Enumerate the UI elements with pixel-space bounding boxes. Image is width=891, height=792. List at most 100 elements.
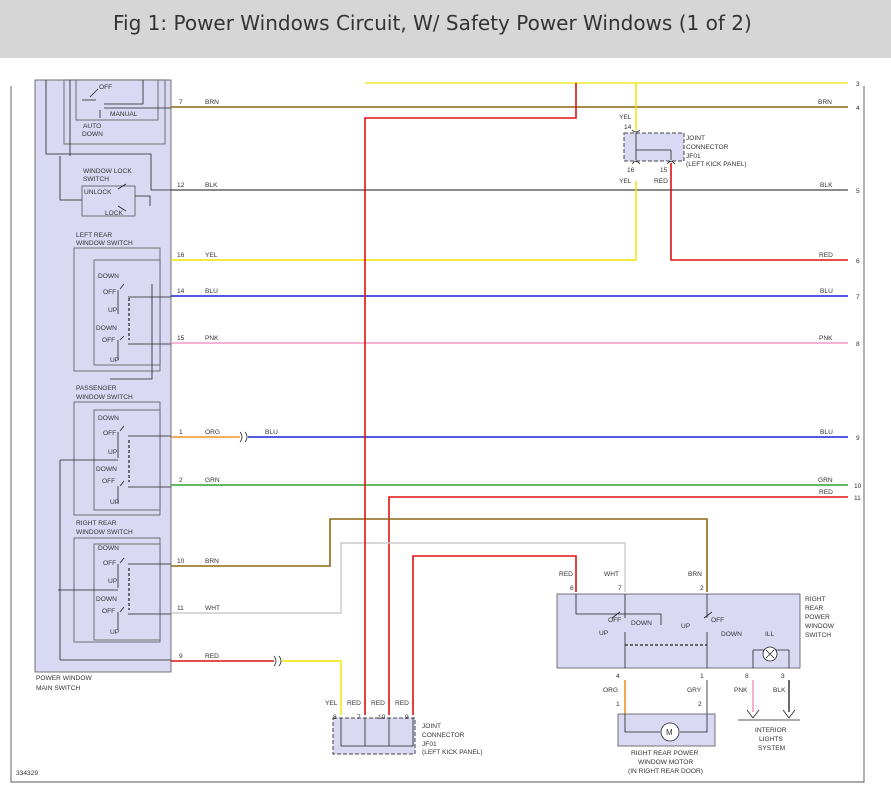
wire-color-label: GRN [205,477,220,484]
diagram-static [10,79,865,783]
rr-switch-pin: 4 [616,673,620,680]
driver-switch-wiring [45,80,171,191]
joint-top-pins [631,129,676,165]
rr-switch-wiring [575,594,713,668]
figure-title: Fig 1: Power Windows Circuit, W/ Safety … [113,11,752,35]
joint-bottom-wire-label: RED [395,700,409,707]
pin-label: 1 [179,429,183,436]
wire-red-11 [388,496,848,715]
wire-color-label: BLU [205,288,218,295]
rr-switch-pin: 1 [700,673,704,680]
joint-bottom-name: JF01 [422,741,437,748]
joint-top-pin: 16 [627,167,635,174]
lr-down-2: DOWN [96,325,117,332]
lr-down-1: DOWN [98,273,119,280]
ref-number: 8 [856,341,860,348]
joint-top-name: (LEFT KICK PANEL) [686,161,747,168]
ps-up-1: UP [108,449,118,456]
rr-switch-wire-label: WHT [604,571,619,578]
lights-name: LIGHTS [759,736,783,743]
wire-red-7 [364,83,577,715]
motor-name: RIGHT REAR POWER [631,750,699,757]
wire-wht-11 [171,542,626,614]
right-rear-switch-wiring [58,557,171,630]
lr-up-2: UP [110,357,120,364]
splice-marks [239,431,282,667]
driver-off-label: OFF [99,84,112,91]
pin-label: 9 [179,653,183,660]
ps-down-2: DOWN [96,466,117,473]
ref-number: 7 [856,294,860,301]
main-switch-name-1: POWER WINDOW [36,675,92,682]
motor-name: (IN RIGHT REAR DOOR) [628,768,703,775]
wire-brn-10 [171,518,708,592]
rr-switch-wire-label: PNK [734,687,748,694]
rr-down-label: DOWN [631,620,652,627]
rr-switch-wire-label: GRY [687,687,702,694]
rr-up-2: UP [110,629,120,636]
ref-number: 5 [856,188,860,195]
lock-lock-label: LOCK [105,210,124,217]
wire-color-label: RED [819,489,833,496]
motor-symbol: M [666,728,673,737]
wire-color-label: BRN [818,99,832,106]
diagram-labels: POWER WINDOW MAIN SWITCH OFF MANUAL AUTO… [16,81,862,777]
pin-label: 2 [179,477,183,484]
ps-down-1: DOWN [98,415,119,422]
joint-top-wire-label: YEL [619,114,632,121]
ref-number: 4 [856,105,860,112]
joint-connector-bottom [332,717,416,755]
joint-top-wire-label: RED [654,178,668,185]
wire-color-label: RED [819,252,833,259]
wire-yel-8 [282,660,342,715]
wire-red-9b [412,555,577,715]
figure-number: 334329 [16,770,38,777]
lights-name: INTERIOR [755,727,787,734]
motor-icon [660,722,680,742]
rr-off-2: OFF [102,608,115,615]
title-bar: Fig 1: Power Windows Circuit, W/ Safety … [0,0,891,58]
rr-switch-box [556,593,801,669]
main-switch-name-2: MAIN SWITCH [36,685,81,692]
motor-name: WINDOW MOTOR [638,759,693,766]
wire-color-label: BRN [205,558,219,565]
wire-color-label: BLK [820,182,833,189]
rr-switch-name: WINDOW [805,623,835,630]
lock-unlock-label: UNLOCK [84,189,112,196]
lock-switch-box [81,185,136,217]
rr-switch-pin: 8 [745,673,749,680]
rr-up-label: UP [599,630,609,637]
joint-top-name: JOINT [686,135,705,142]
rr-off-label: OFF [608,617,621,624]
joint-bottom-bus [340,718,414,747]
joint-bottom-name: JOINT [422,723,441,730]
wire-color-label: BLK [205,182,218,189]
pin-label: 7 [179,99,183,106]
rr-switch-pin: 7 [618,585,622,592]
ps-off-2: OFF [102,478,115,485]
wire-color-label: PNK [205,335,219,342]
rr-switch-wire-label: ORG [603,687,618,694]
joint-bottom-wire-label: RED [347,700,361,707]
ref-number: 3 [856,81,860,88]
joint-top-name: JF01 [686,153,701,160]
wire-color-label: RED [205,653,219,660]
wire-color-label: BLU [820,429,833,436]
wire-color-label: BRN [205,99,219,106]
left-rear-switch-inner [93,259,161,366]
driver-auto-down-label: DOWN [82,131,103,138]
ps-off-1: OFF [103,430,116,437]
pin-label: 16 [177,252,185,259]
rr-switch-wire-label: BRN [688,571,702,578]
rr-switch-pin: 2 [700,585,704,592]
joint-top-name: CONNECTOR [686,144,729,151]
joint-top-wire-label: YEL [619,178,632,185]
rr-off-label-2: OFF [711,617,724,624]
lights-name: SYSTEM [758,745,785,752]
passenger-title-2: WINDOW SWITCH [76,394,133,401]
right-rear-title-1: RIGHT REAR [76,520,117,527]
rr-down-2: DOWN [96,596,117,603]
driver-manual-label: MANUAL [110,111,138,118]
wire-yel-16 [171,181,637,261]
pin-label: 15 [177,335,185,342]
